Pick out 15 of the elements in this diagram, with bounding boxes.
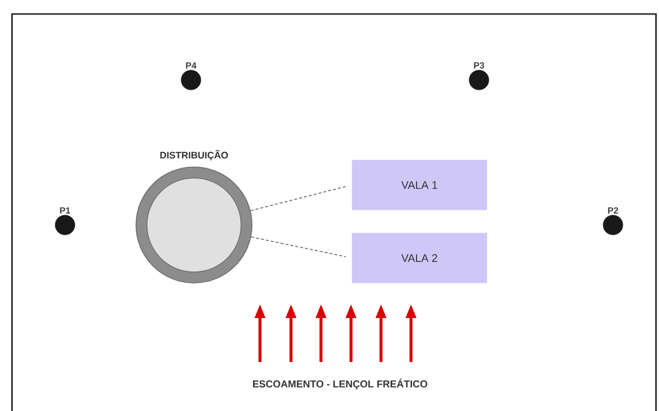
node-label: DISTRIBUIÇÃO (160, 150, 228, 160)
node-label: P3 (474, 62, 484, 69)
node-label: P2 (608, 207, 618, 214)
node-label: P1 (60, 207, 70, 214)
monitoring-point: P1 (54, 207, 76, 236)
trench-box: VALA 1 (352, 160, 488, 210)
dashed-pipe (250, 236, 346, 258)
flow-caption: ESCOAMENTO - LENÇOL FREÁTICO (253, 378, 428, 390)
dashed-pipe (250, 186, 346, 212)
monitoring-point: P2 (602, 207, 624, 236)
monitoring-point: P4 (180, 62, 202, 90)
monitoring-point: P3 (468, 62, 490, 90)
distribution-tank: DISTRIBUIÇÃO (136, 150, 252, 284)
node-label: P4 (186, 62, 196, 69)
trench-box: VALA 2 (352, 232, 488, 284)
